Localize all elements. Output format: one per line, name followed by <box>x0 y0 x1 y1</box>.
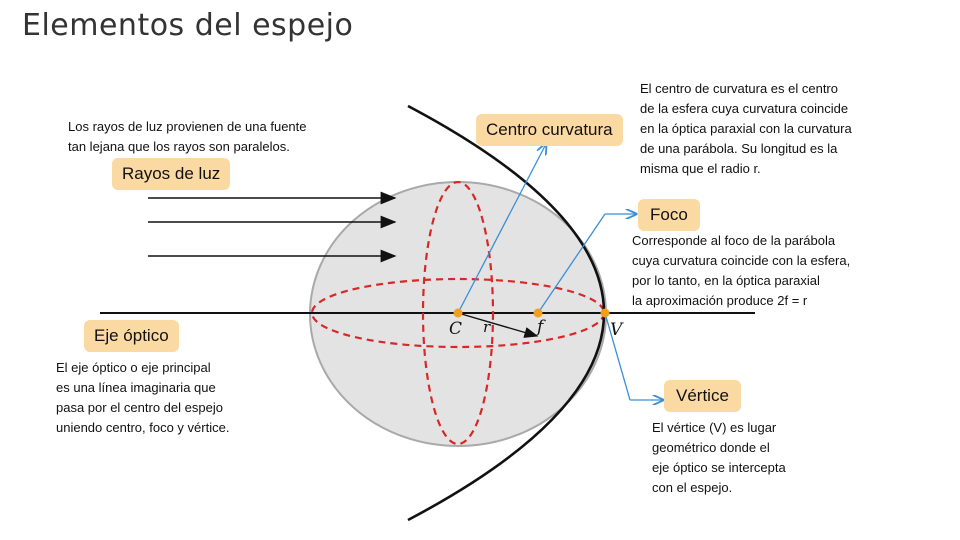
tag-centro: Centro curvatura <box>476 114 623 146</box>
point-center <box>453 308 463 318</box>
label-c: C <box>449 319 462 339</box>
point-focus <box>533 308 543 318</box>
note-eje: El eje óptico o eje principal es una lín… <box>56 360 230 435</box>
label-f: f <box>535 317 546 337</box>
note-centro: El centro de curvatura es el centro de l… <box>640 81 852 176</box>
pointer-vertice <box>604 312 631 401</box>
dashed-meridian <box>421 180 495 446</box>
label-v: V <box>610 320 624 340</box>
tag-foco: Foco <box>638 199 700 231</box>
point-vertex <box>600 308 610 318</box>
tag-rayos: Rayos de luz <box>112 158 231 190</box>
note-rayos: Los rayos de luz provienen de una fuente… <box>68 119 307 154</box>
tag-eje: Eje óptico <box>84 320 179 352</box>
note-foco: Corresponde al foco de la parábola cuya … <box>632 233 851 308</box>
label-r: r <box>483 318 491 336</box>
radius-arrow <box>457 312 539 338</box>
pointer-centro <box>457 144 546 314</box>
page-title: Elementos del espejo <box>22 8 354 43</box>
tag-vertice: Vértice <box>664 380 741 412</box>
pointer-foco <box>537 213 606 314</box>
note-vertice: El vértice (V) es lugar geométrico donde… <box>652 420 786 495</box>
